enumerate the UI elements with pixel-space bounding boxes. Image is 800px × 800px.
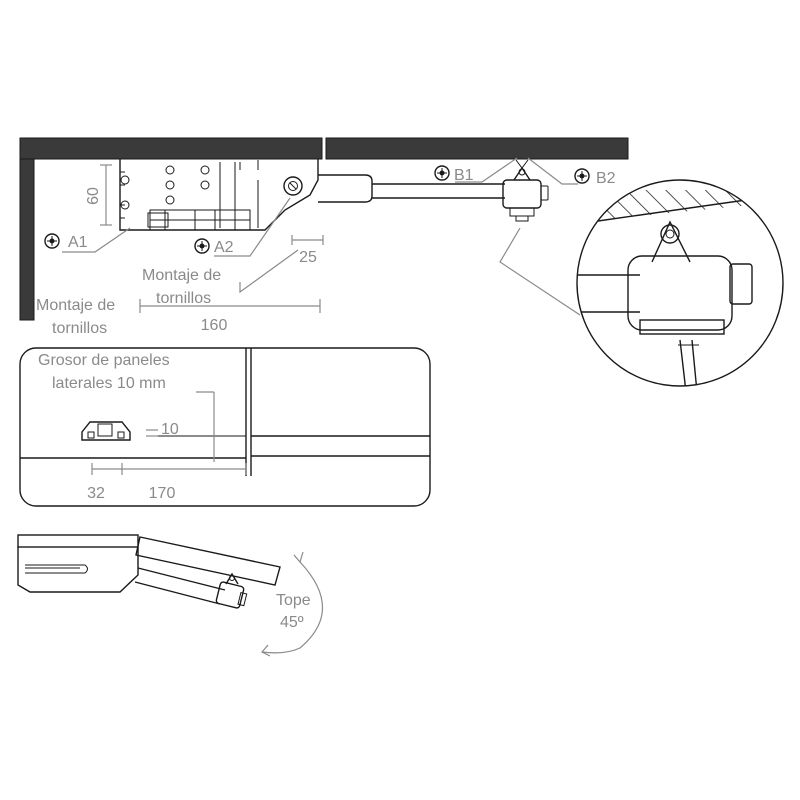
screw-a1 — [44, 233, 60, 249]
screw-a2 — [194, 238, 210, 254]
dim-32-170 — [91, 463, 247, 475]
dim-60 — [100, 164, 112, 226]
top-panel-left — [19, 137, 323, 160]
dim-25 — [291, 235, 324, 245]
mounting-plate — [119, 159, 319, 231]
screw-b1 — [434, 165, 450, 181]
dim-160 — [139, 299, 321, 313]
hinge-open-view — [17, 534, 323, 657]
label-a2: A2 — [214, 239, 234, 256]
top-view — [19, 137, 629, 321]
label-montaje-1-line1: Montaje de — [36, 297, 115, 314]
hinge-arm — [318, 159, 549, 222]
label-tope-line1: Tope — [276, 592, 311, 609]
detail-zoom — [576, 179, 784, 387]
label-tope-line2: 45º — [280, 614, 304, 631]
label-montaje-2-line1: Montaje de — [142, 267, 221, 284]
leader-lines — [62, 157, 581, 316]
clip-part — [81, 421, 131, 441]
label-montaje-2-line2: tornillos — [156, 290, 211, 307]
label-dim-60: 60 — [85, 187, 102, 205]
label-b1: B1 — [454, 167, 474, 184]
label-grosor-line2: laterales 10 mm — [52, 375, 166, 392]
label-montaje-1-line2: tornillos — [52, 320, 107, 337]
label-grosor-line1: Grosor de paneles — [38, 352, 170, 369]
label-dim-170: 170 — [149, 485, 176, 502]
label-dim-160: 160 — [201, 317, 228, 334]
label-a1: A1 — [68, 234, 88, 251]
dim-10 — [146, 391, 215, 462]
screw-b2 — [574, 168, 590, 184]
label-b2: B2 — [596, 170, 616, 187]
label-dim-10: 10 — [161, 421, 179, 438]
top-panel-right — [325, 137, 629, 160]
side-panel-left — [19, 157, 35, 321]
label-dim-25: 25 — [299, 249, 317, 266]
label-dim-32: 32 — [87, 485, 105, 502]
cabinet-section-view — [19, 347, 431, 507]
